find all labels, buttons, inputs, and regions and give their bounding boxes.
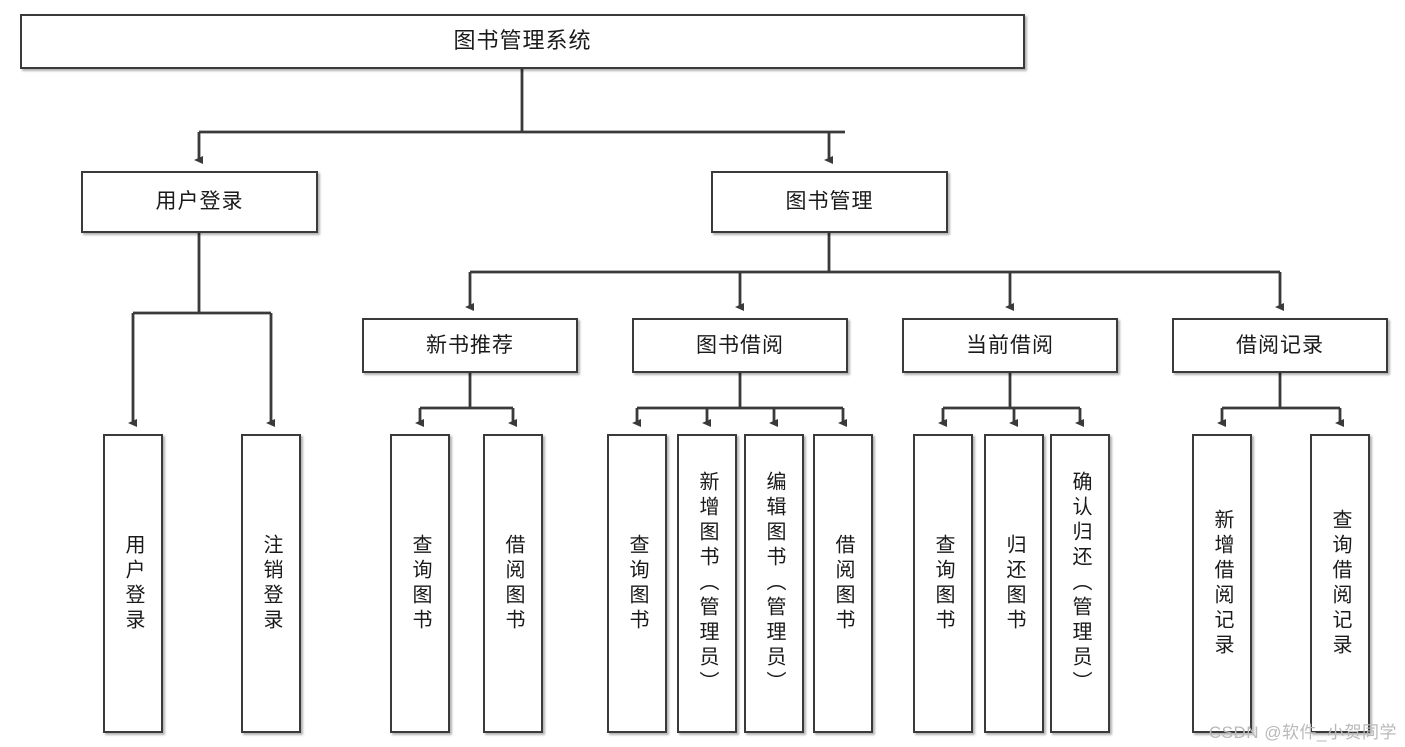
node-book-borrow[interactable]: 图书借阅	[632, 318, 848, 373]
leaf-inner: 新增借阅记录	[1211, 436, 1233, 731]
node-current-borrow[interactable]: 当前借阅	[902, 318, 1118, 373]
leaf-inner: 查询图书	[932, 436, 954, 731]
node-leaf-query-borrow-record[interactable]: 查询借阅记录	[1310, 434, 1370, 733]
node-user-login[interactable]: 用户登录	[81, 171, 318, 233]
node-borrow-record[interactable]: 借阅记录	[1172, 318, 1388, 373]
node-leaf-user-logout-label: 注销登录	[260, 533, 282, 634]
node-leaf-query-borrow-record-label: 查询借阅记录	[1329, 508, 1351, 659]
node-leaf-return-book-label: 归还图书	[1003, 533, 1025, 634]
leaf-inner: 归还图书	[1003, 436, 1025, 731]
node-leaf-return-book[interactable]: 归还图书	[984, 434, 1044, 733]
leaf-inner: 新增图书（管理员）	[696, 436, 718, 731]
node-leaf-query-book-current[interactable]: 查询图书	[913, 434, 973, 733]
node-book-borrow-label: 图书借阅	[696, 333, 784, 357]
node-leaf-add-borrow-record[interactable]: 新增借阅记录	[1192, 434, 1252, 733]
node-leaf-edit-book-admin[interactable]: 编辑图书（管理员）	[744, 434, 804, 733]
node-leaf-borrow-book-rec-label: 借阅图书	[502, 533, 524, 634]
node-leaf-user-logout[interactable]: 注销登录	[241, 434, 301, 733]
node-leaf-query-book-current-label: 查询图书	[932, 533, 954, 634]
node-leaf-confirm-return-admin[interactable]: 确认归还（管理员）	[1050, 434, 1110, 733]
node-leaf-user-login[interactable]: 用户登录	[103, 434, 163, 733]
leaf-inner: 编辑图书（管理员）	[763, 436, 785, 731]
leaf-inner: 查询图书	[626, 436, 648, 731]
node-leaf-query-book-borrow[interactable]: 查询图书	[607, 434, 667, 733]
node-current-borrow-label: 当前借阅	[966, 333, 1054, 357]
node-leaf-add-book-admin-label: 新增图书（管理员）	[696, 471, 718, 696]
leaf-inner: 查询借阅记录	[1329, 436, 1351, 731]
node-leaf-query-book-rec[interactable]: 查询图书	[390, 434, 450, 733]
node-leaf-query-book-rec-label: 查询图书	[409, 533, 431, 634]
node-leaf-query-book-borrow-label: 查询图书	[626, 533, 648, 634]
node-book-manage[interactable]: 图书管理	[711, 171, 948, 233]
node-leaf-borrow-book-label: 借阅图书	[832, 533, 854, 634]
node-new-book-rec[interactable]: 新书推荐	[362, 318, 578, 373]
node-leaf-add-book-admin[interactable]: 新增图书（管理员）	[677, 434, 737, 733]
node-new-book-rec-label: 新书推荐	[426, 333, 514, 357]
node-leaf-add-borrow-record-label: 新增借阅记录	[1211, 508, 1233, 659]
node-leaf-borrow-book[interactable]: 借阅图书	[813, 434, 873, 733]
node-user-login-label: 用户登录	[155, 190, 244, 214]
node-leaf-edit-book-admin-label: 编辑图书（管理员）	[763, 471, 785, 696]
node-leaf-user-login-label: 用户登录	[122, 533, 144, 634]
leaf-inner: 确认归还（管理员）	[1069, 436, 1091, 731]
node-book-manage-label: 图书管理	[785, 190, 874, 214]
node-root[interactable]: 图书管理系统	[20, 14, 1025, 69]
node-borrow-record-label: 借阅记录	[1236, 333, 1324, 357]
leaf-inner: 查询图书	[409, 436, 431, 731]
node-leaf-borrow-book-rec[interactable]: 借阅图书	[483, 434, 543, 733]
leaf-inner: 借阅图书	[502, 436, 524, 731]
leaf-inner: 用户登录	[122, 436, 144, 731]
node-leaf-confirm-return-admin-label: 确认归还（管理员）	[1069, 471, 1091, 696]
node-root-label: 图书管理系统	[453, 28, 592, 54]
leaf-inner: 借阅图书	[832, 436, 854, 731]
leaf-inner: 注销登录	[260, 436, 282, 731]
